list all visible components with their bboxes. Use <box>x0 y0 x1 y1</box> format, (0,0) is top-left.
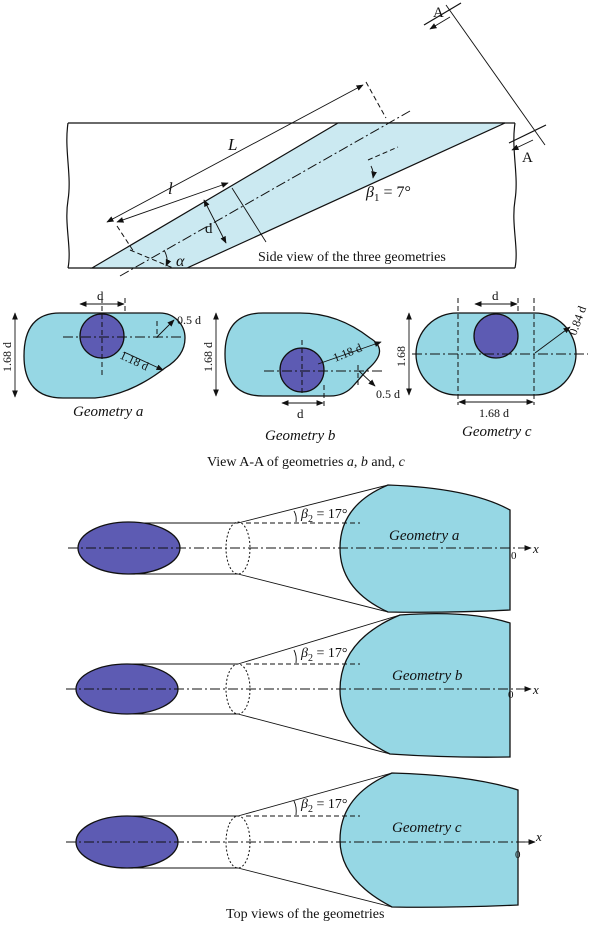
geometry-a-label: Geometry a <box>73 404 143 420</box>
geometry-c-hole <box>473 313 519 359</box>
geometry-c-d-label: d <box>492 288 499 303</box>
label-beta1: β1 = 7° <box>365 184 411 204</box>
hole-channel <box>89 122 506 269</box>
side-view-caption: Side view of the three geometries <box>258 250 446 265</box>
section-line-aa <box>445 4 546 146</box>
geometry-b-hole <box>279 347 325 393</box>
top-view-a-beta-arc <box>293 510 297 523</box>
top-view-a: β2 = 17° Geometry a x 0 <box>68 484 539 613</box>
top-view-b-beta-label: β2 = 17° <box>300 646 347 664</box>
top-view-c-exit-shape <box>339 772 519 908</box>
geometry-a-height-label: 1.68 d <box>0 342 14 372</box>
top-view-a-x-label: x <box>532 541 539 556</box>
geometry-a-hole <box>79 313 125 359</box>
label-d: d <box>205 221 213 237</box>
ext-line-2 <box>365 81 387 119</box>
view-aa-caption: View A-A of geometries a, b and, c <box>207 455 406 470</box>
top-view-c-zero: 0 <box>515 849 521 861</box>
geometry-c-label: Geometry c <box>462 424 532 440</box>
section-a-bottom-arrow <box>511 139 534 151</box>
top-view-a-diffuser-bottom <box>237 573 389 613</box>
geometry-a-offset-label: 0.5 d <box>177 313 201 327</box>
dimension-d <box>203 199 227 244</box>
geometry-b-offset-dim <box>358 370 376 387</box>
top-view-a-zero: 0 <box>511 550 517 562</box>
label-alpha: α <box>176 253 185 270</box>
beta1-ref-line <box>367 146 399 161</box>
geometry-c-radius-dim <box>534 326 571 354</box>
geometry-b-label: Geometry b <box>265 428 336 444</box>
top-view-c-x-label: x <box>535 829 542 844</box>
label-L: L <box>227 135 237 154</box>
geometry-a-offset-dim <box>156 319 175 338</box>
geometry-b-height-label: 1.68 d <box>201 342 215 372</box>
top-views-caption: Top views of the geometries <box>226 907 384 922</box>
section-a-top-arrow <box>429 16 451 30</box>
section-label-a-top: A <box>433 5 444 21</box>
view-aa-geometry-b: d 1.68 d 1.18 d 0.5 d Geometry b <box>201 312 400 444</box>
top-view-c-label: Geometry c <box>392 820 462 836</box>
top-view-b-diffuser-top <box>237 614 401 665</box>
top-view-b-diffuser-bottom <box>237 713 391 755</box>
top-view-c-beta-label: β2 = 17° <box>300 797 347 815</box>
beta1-arc <box>370 165 377 179</box>
geometry-c-height-label: 1.68 <box>394 346 408 367</box>
view-aa-geometry-c: d 1.68 0.84 d 1.68 d Geometry c <box>394 288 589 440</box>
top-view-c-diffuser-bottom <box>237 867 393 908</box>
geometry-a-radius-dim <box>123 351 164 371</box>
top-view-a-beta-label: β2 = 17° <box>300 507 347 525</box>
top-view-b-beta-arc <box>293 649 297 664</box>
geometry-b-radius-dim <box>317 341 382 365</box>
alpha-arc <box>163 249 172 267</box>
view-aa-geometry-a: d 1.68 d 1.18 d 0.5 d Geometry a <box>0 288 201 420</box>
top-view-b-label: Geometry b <box>392 668 463 684</box>
top-view-b-exit-shape <box>339 612 511 758</box>
top-view-a-exit-shape <box>339 484 511 613</box>
top-view-b-zero: 0 <box>508 689 514 701</box>
side-view: L l d α β1 = 7° Side view of the three g… <box>66 2 547 277</box>
geometry-a-d-label: d <box>97 288 104 303</box>
geometry-b-offset-label: 0.5 d <box>376 387 400 401</box>
section-a-top-tick <box>423 2 462 26</box>
label-l: l <box>168 179 173 198</box>
top-view-b: β2 = 17° Geometry b x 0 <box>66 612 539 758</box>
section-a-bottom-tick <box>508 124 547 144</box>
ext-line-1 <box>116 225 135 253</box>
top-view-b-x-label: x <box>532 682 539 697</box>
top-view-c-beta-arc <box>293 800 297 816</box>
dimension-l <box>116 182 229 223</box>
top-view-c: β2 = 17° Geometry c x 0 <box>66 772 542 908</box>
geometry-c-radius-label: 0.84 d <box>566 304 589 337</box>
geometry-b-d-label: d <box>297 406 304 421</box>
top-view-a-diffuser-top <box>237 484 389 524</box>
geometry-c-width-label: 1.68 d <box>479 406 509 420</box>
section-label-a-bottom: A <box>522 150 533 166</box>
top-view-c-diffuser-top <box>237 772 393 817</box>
top-view-a-label: Geometry a <box>389 528 459 544</box>
